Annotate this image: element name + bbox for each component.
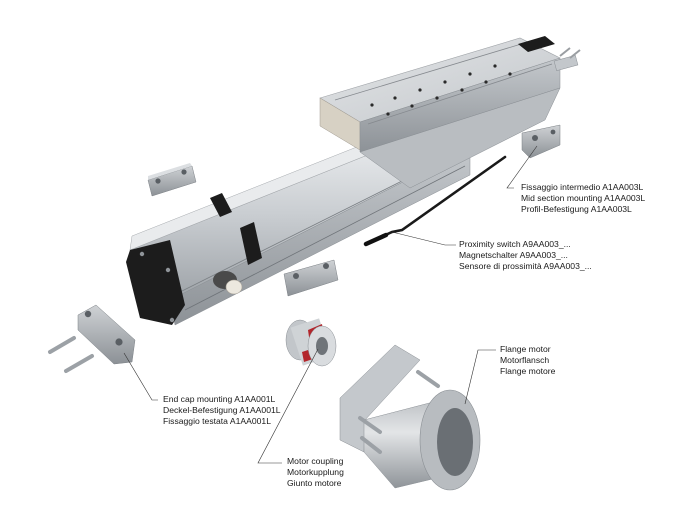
label-end-cap-en: End cap mounting A1AA001L bbox=[163, 394, 276, 404]
motor-coupling bbox=[285, 318, 337, 367]
mid-section-mount-right bbox=[521, 124, 561, 159]
label-end-cap-de: Deckel-Befestigung A1AA001L bbox=[163, 405, 281, 415]
label-mid-section-en: Mid section mounting A1AA003L bbox=[521, 193, 646, 203]
label-proximity-switch-en: Proximity switch A9AA003_... bbox=[459, 239, 571, 249]
leader-mid-section bbox=[506, 145, 538, 189]
callout-motor-coupling: Motor coupling Motorkupplung Giunto moto… bbox=[287, 456, 344, 489]
label-mid-section-de: Profil-Befestigung A1AA003L bbox=[521, 204, 632, 214]
label-proximity-switch-it: Sensore di prossimità A9AA003_... bbox=[459, 261, 592, 271]
label-motor-coupling-it: Giunto motore bbox=[287, 478, 342, 488]
leader-lines bbox=[123, 145, 538, 464]
label-flange-motor-de: Motorflansch bbox=[500, 355, 550, 365]
label-proximity-switch-de: Magnetschalter A9AA003_... bbox=[459, 250, 568, 260]
mid-section-mount-center bbox=[283, 259, 339, 297]
label-motor-coupling-en: Motor coupling bbox=[287, 456, 344, 466]
proximity-switch bbox=[363, 155, 507, 247]
callout-proximity-switch: Proximity switch A9AA003_... Magnetschal… bbox=[459, 239, 592, 272]
callout-flange-motor: Flange motor Motorflansch Flange motore bbox=[500, 344, 555, 377]
label-flange-motor-it: Flange motore bbox=[500, 366, 556, 376]
leader-flange-motor bbox=[464, 349, 496, 405]
label-motor-coupling-de: Motorkupplung bbox=[287, 467, 344, 477]
callout-mid-section: Fissaggio intermedio A1AA003L Mid sectio… bbox=[521, 182, 645, 215]
carriage bbox=[319, 36, 581, 189]
label-flange-motor-en: Flange motor bbox=[500, 344, 551, 354]
flange-motor bbox=[339, 344, 481, 491]
leader-end-cap bbox=[123, 352, 158, 401]
leader-motor-coupling bbox=[257, 348, 319, 464]
end-cap-mounting bbox=[48, 304, 136, 373]
label-end-cap-it: Fissaggio testata A1AA001L bbox=[163, 416, 271, 426]
end-cap bbox=[126, 240, 243, 325]
callout-end-cap: End cap mounting A1AA001L Deckel-Befesti… bbox=[163, 394, 281, 427]
mid-section-mount-left bbox=[147, 163, 197, 197]
leader-proximity-switch bbox=[391, 231, 456, 246]
actuator-profile bbox=[129, 117, 471, 326]
label-mid-section-it: Fissaggio intermedio A1AA003L bbox=[521, 182, 644, 192]
